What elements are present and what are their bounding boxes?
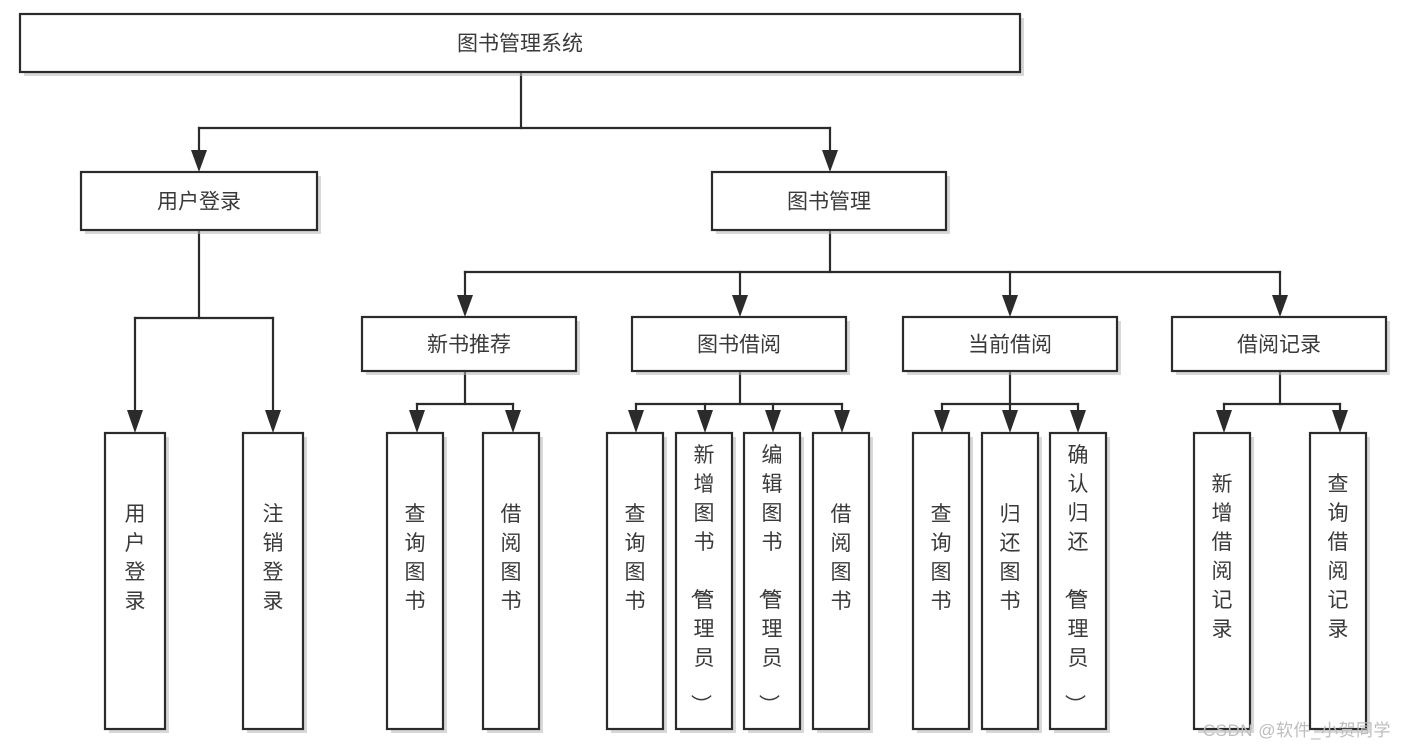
node-root-box — [18, 12, 1022, 74]
leaf-borrow-add-book-box — [674, 431, 734, 731]
node-book-management-box — [710, 170, 948, 232]
leaf-record-add-record-label: 新增借阅记录 — [1212, 473, 1233, 641]
arrow-bookmgmt-c3 — [1002, 295, 1018, 317]
arrow-current-l1 — [934, 410, 950, 433]
leaf-current-confirm-return-label: 确认归还（管理员） — [1063, 444, 1089, 715]
leaf-borrow-edit-book[interactable]: 编辑图书（管理员） — [742, 431, 804, 733]
arrow-current-l2 — [1002, 410, 1018, 433]
node-user-login-label: 用户登录 — [157, 191, 241, 214]
leaf-current-return-book[interactable]: 归还图书 — [980, 431, 1042, 733]
leaf-borrow-borrow-book-box — [811, 431, 871, 731]
node-root[interactable]: 图书管理系统 — [18, 12, 1024, 76]
node-book-borrow[interactable]: 图书借阅 — [630, 315, 850, 375]
arrow-bookmgmt-c1 — [457, 295, 473, 317]
node-root-label: 图书管理系统 — [457, 33, 583, 56]
leaf-current-return-book-box — [980, 431, 1040, 731]
node-current-borrow-label: 当前借阅 — [968, 334, 1052, 357]
leaf-record-query-record[interactable]: 查询借阅记录 — [1308, 431, 1370, 733]
arrow-borrow-l3 — [765, 410, 781, 433]
leaf-borrow-query-book[interactable]: 查询图书 — [605, 431, 667, 733]
node-book-management[interactable]: 图书管理 — [710, 170, 950, 234]
leaf-user-login-box — [103, 431, 167, 731]
arrow-bookmgmt-c4 — [1272, 295, 1288, 317]
leaf-current-confirm-return[interactable]: 确认归还（管理员） — [1048, 431, 1110, 733]
leaf-logout-label: 注销登录 — [263, 503, 284, 613]
node-book-management-label: 图书管理 — [787, 191, 871, 214]
node-borrow-record-box — [1170, 315, 1388, 373]
leaf-newbook-query-book[interactable]: 查询图书 — [385, 431, 447, 733]
leaf-current-query-book-box — [911, 431, 971, 731]
leaf-borrow-borrow-book[interactable]: 借阅图书 — [811, 431, 873, 733]
node-book-borrow-label: 图书借阅 — [697, 334, 781, 357]
arrow-borrow-l4 — [834, 410, 850, 433]
arrow-current-l3 — [1070, 410, 1086, 433]
node-borrow-record[interactable]: 借阅记录 — [1170, 315, 1390, 375]
node-user-login[interactable]: 用户登录 — [79, 170, 321, 234]
leaf-current-query-book[interactable]: 查询图书 — [911, 431, 973, 733]
node-current-borrow-box — [901, 315, 1119, 373]
leaf-newbook-borrow-book-box — [481, 431, 541, 731]
leaf-current-return-book-label: 归还图书 — [1000, 503, 1021, 613]
arrow-bookmgmt-c2 — [732, 295, 748, 317]
node-new-book-recommend[interactable]: 新书推荐 — [360, 315, 580, 375]
leaf-borrow-query-book-box — [605, 431, 665, 731]
arrow-login-l1 — [127, 410, 143, 433]
node-borrow-record-label: 借阅记录 — [1237, 334, 1321, 357]
leaf-newbook-query-book-label: 查询图书 — [405, 503, 426, 613]
leaf-user-login-label: 用户登录 — [125, 503, 146, 613]
leaf-record-query-record-label: 查询借阅记录 — [1328, 473, 1349, 641]
leaf-record-query-record-box — [1308, 431, 1368, 731]
csdn-watermark: CSDN @软件_小贺同学 — [1202, 721, 1391, 740]
leaf-record-add-record-box — [1192, 431, 1252, 731]
arrow-record-l2 — [1332, 410, 1348, 433]
leaf-borrow-add-book-label: 新增图书（管理员） — [689, 444, 715, 715]
node-user-login-box — [79, 170, 319, 232]
arrow-newbook-l2 — [505, 410, 521, 433]
arrow-borrow-l2 — [697, 410, 713, 433]
leaf-borrow-edit-book-box — [742, 431, 802, 731]
leaf-newbook-borrow-book[interactable]: 借阅图书 — [481, 431, 543, 733]
leaf-logout[interactable]: 注销登录 — [241, 431, 307, 733]
leaf-user-login[interactable]: 用户登录 — [103, 431, 169, 733]
arrow-root-to-login — [191, 150, 207, 172]
leaf-logout-box — [241, 431, 305, 731]
node-current-borrow[interactable]: 当前借阅 — [901, 315, 1121, 375]
arrow-record-l1 — [1216, 410, 1232, 433]
leaf-borrow-query-book-label: 查询图书 — [625, 503, 646, 613]
leaf-newbook-query-book-box — [385, 431, 445, 731]
leaf-current-query-book-label: 查询图书 — [931, 503, 952, 613]
leaf-borrow-edit-book-label: 编辑图书（管理员） — [757, 444, 783, 715]
node-new-book-recommend-label: 新书推荐 — [427, 334, 511, 357]
leaf-borrow-borrow-book-label: 借阅图书 — [831, 503, 852, 613]
leaf-current-confirm-return-box — [1048, 431, 1108, 731]
node-new-book-recommend-box — [360, 315, 578, 373]
arrow-borrow-l1 — [628, 410, 644, 433]
leaf-record-add-record[interactable]: 新增借阅记录 — [1192, 431, 1254, 733]
arrow-root-to-bookmgmt — [822, 150, 838, 172]
edge-group — [127, 72, 1348, 433]
arrow-newbook-l1 — [409, 410, 425, 433]
node-book-borrow-box — [630, 315, 848, 373]
leaf-newbook-borrow-book-label: 借阅图书 — [501, 503, 522, 613]
leaf-borrow-add-book[interactable]: 新增图书（管理员） — [674, 431, 736, 733]
arrow-login-l2 — [265, 410, 281, 433]
